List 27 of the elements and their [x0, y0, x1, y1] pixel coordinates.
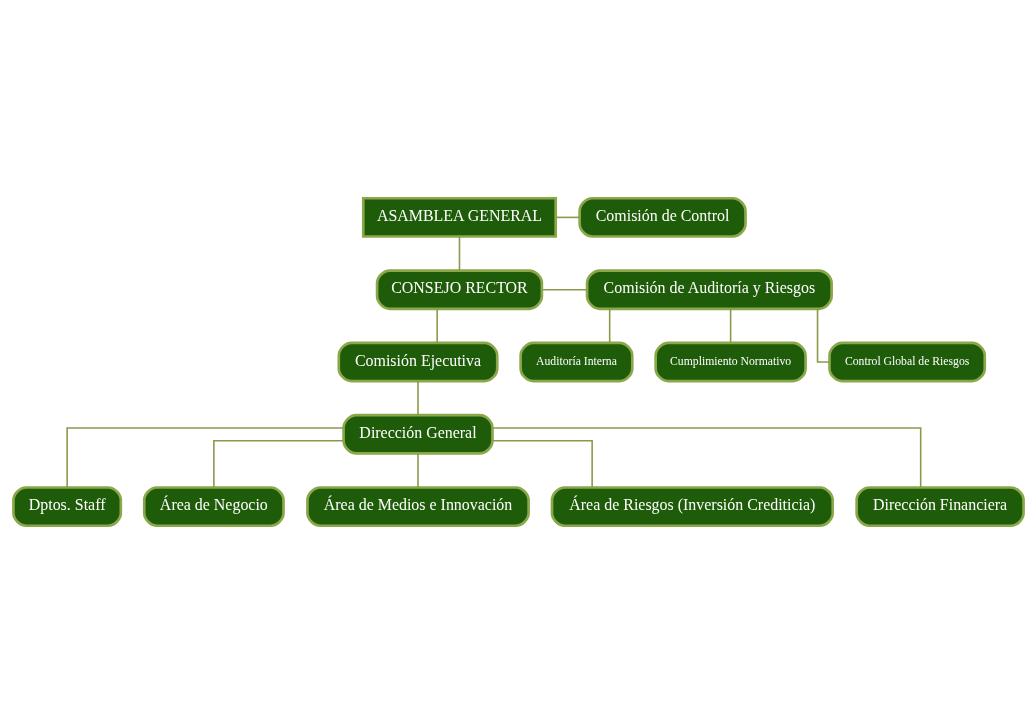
node-box: Área de Medios e Innovación	[305, 486, 530, 528]
connector	[554, 216, 580, 219]
connector	[540, 288, 587, 291]
connector	[458, 235, 460, 272]
connector	[212, 439, 344, 488]
node-box: Control Global de Riesgos	[827, 341, 986, 383]
node-box: CONSEJO RECTOR	[375, 269, 543, 311]
node-box: Auditoría Interna	[518, 341, 634, 383]
node-box: Dptos. Staff	[11, 486, 122, 528]
connector	[416, 452, 419, 488]
node-box: Comisión de Control	[577, 196, 747, 238]
node-box: Área de Riesgos (Inversión Crediticia)	[550, 486, 834, 528]
connector	[435, 308, 438, 344]
node-box: Área de Negocio	[142, 486, 285, 528]
node-box: Comisión Ejecutiva	[336, 341, 499, 383]
node-box: Cumplimiento Normativo	[653, 341, 807, 383]
connector	[491, 427, 921, 488]
node-box: Comisión de Auditoría y Riesgos	[585, 269, 833, 311]
connector	[491, 439, 593, 488]
connector	[608, 308, 610, 344]
connector	[816, 308, 830, 363]
node-box: ASAMBLEA GENERAL	[361, 196, 557, 238]
node-box: Dirección General	[341, 413, 494, 455]
connector	[65, 427, 344, 488]
connector	[729, 308, 731, 344]
connector	[416, 380, 419, 416]
node-box: Dirección Financiera	[854, 486, 1025, 528]
